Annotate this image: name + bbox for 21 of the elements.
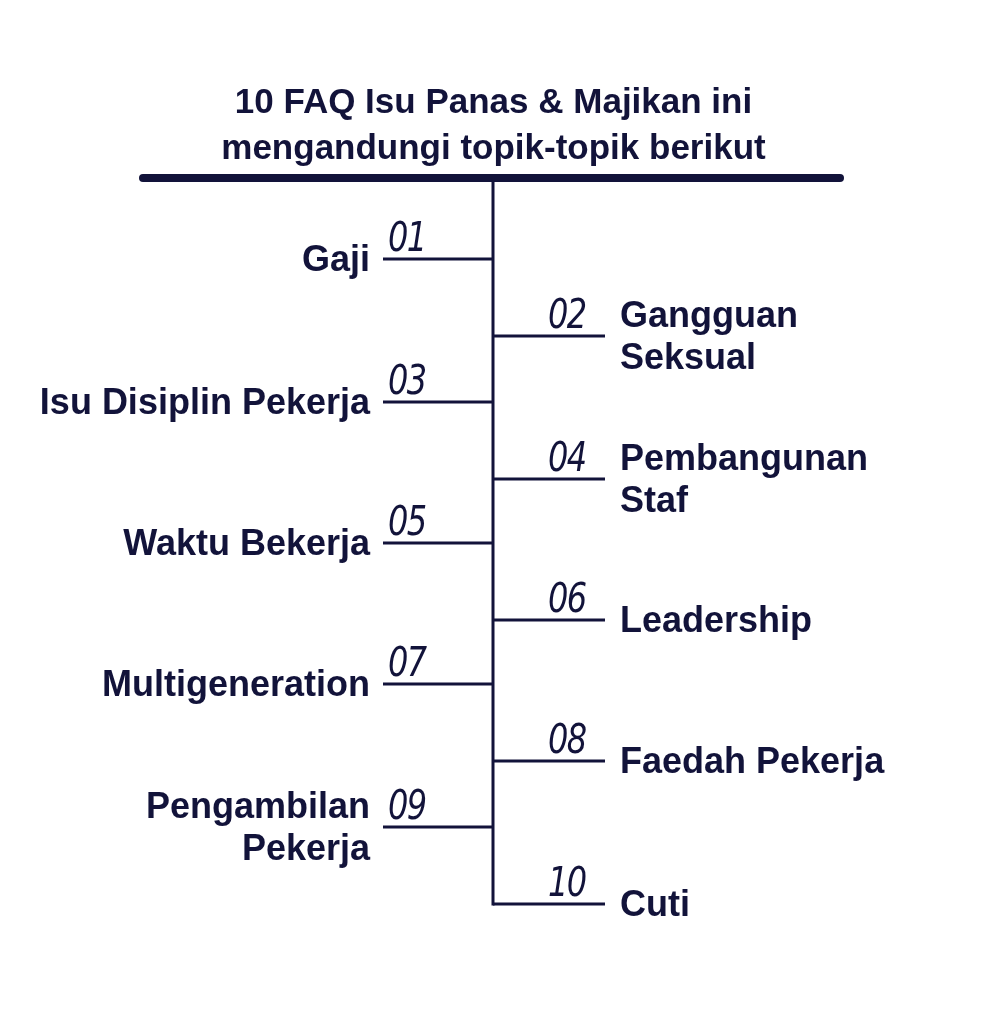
item-number: 05 xyxy=(388,499,426,543)
topic-label: Waktu Bekerja xyxy=(123,522,370,564)
item-number: 08 xyxy=(548,717,586,761)
heading: 10 FAQ Isu Panas & Majikan ini mengandungi topik-topik berikut xyxy=(220,80,767,168)
topic-label: Isu Disiplin Pekerja xyxy=(39,381,370,423)
item-number: 06 xyxy=(548,576,586,620)
item-number: 09 xyxy=(388,783,426,827)
topic-label: Faedah Pekerja xyxy=(620,740,885,782)
topic-label: Multigeneration xyxy=(102,663,370,705)
topic-label: Pembangunan Staf xyxy=(620,437,870,521)
topic-label: Gaji xyxy=(301,238,370,280)
item-number: 02 xyxy=(548,292,586,336)
topic-label: Cuti xyxy=(620,883,690,925)
item-number: 03 xyxy=(388,358,426,402)
topic-label: Gangguan Seksual xyxy=(620,294,799,378)
item-number: 04 xyxy=(548,435,586,479)
item-number: 07 xyxy=(388,640,426,684)
item-number: 10 xyxy=(548,860,586,904)
topic-label: Leadership xyxy=(620,599,813,641)
topic-label: Pengambilan Pekerja xyxy=(144,785,370,869)
item-number: 01 xyxy=(388,215,426,259)
